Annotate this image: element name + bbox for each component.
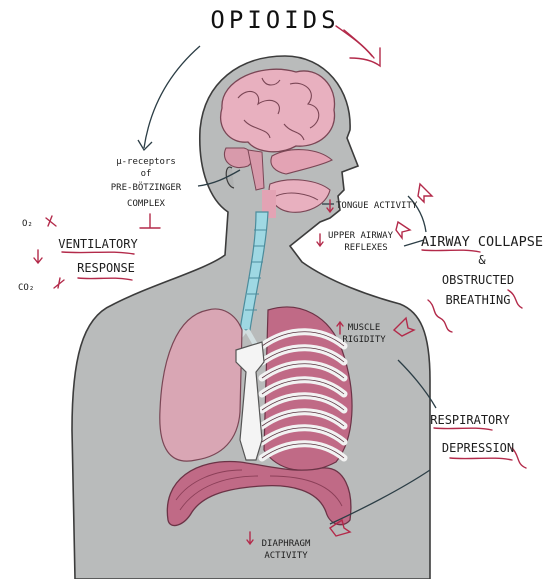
label-activity: ACTIVITY — [264, 551, 308, 561]
rib-outline — [261, 443, 345, 459]
rib-outline — [261, 379, 345, 395]
label-ventilatory: VENTILATORY — [58, 237, 138, 251]
rib-outline — [261, 347, 345, 363]
label-o2: O₂ — [22, 219, 33, 229]
label-depression: DEPRESSION — [442, 441, 514, 455]
label-ampersand: & — [478, 253, 486, 267]
label-of: of — [141, 169, 152, 179]
label-diaphragm: DIAPHRAGM — [262, 539, 311, 549]
label-obstructed: OBSTRUCTED — [442, 273, 514, 287]
diaphragm — [166, 460, 352, 527]
label-response: RESPONSE — [77, 261, 135, 275]
label-rigidity: RIGIDITY — [342, 335, 386, 345]
label-complex: COMPLEX — [127, 199, 166, 209]
pointer-lines — [137, 45, 437, 525]
rib-outline — [261, 427, 345, 443]
label-upper-airway: UPPER AIRWAY — [328, 231, 394, 241]
rib-outline — [261, 395, 345, 411]
left-lung — [159, 308, 243, 462]
diagram-title: OPIOIDS — [210, 6, 339, 34]
label-co2: CO₂ — [18, 283, 34, 293]
rib-outline — [261, 363, 345, 379]
label-respiratory: RESPIRATORY — [430, 413, 510, 427]
brain — [220, 68, 336, 191]
sternum — [235, 341, 265, 461]
upper-airway — [262, 149, 333, 218]
label-pre-botzinger: PRE-BÖTZINGER — [111, 182, 182, 193]
rib-outline — [261, 411, 345, 427]
opioids-effect-arrow — [335, 25, 381, 68]
label-mu-receptors: μ-receptors — [116, 157, 176, 167]
red-arrows — [33, 25, 527, 546]
label-airway-collapse: AIRWAY COLLAPSE — [421, 234, 543, 250]
title-to-brainstem-arrow — [143, 45, 201, 149]
text-labels: OPIOIDS μ-receptors of PRE-BÖTZINGER COM… — [18, 6, 543, 561]
rib-outline — [261, 331, 345, 347]
label-muscle: MUSCLE — [348, 323, 381, 333]
label-reflexes: REFLEXES — [344, 243, 387, 253]
label-tongue-activity: TONGUE ACTIVITY — [336, 201, 418, 211]
label-breathing: BREATHING — [445, 293, 510, 307]
rib-cage — [258, 306, 353, 472]
